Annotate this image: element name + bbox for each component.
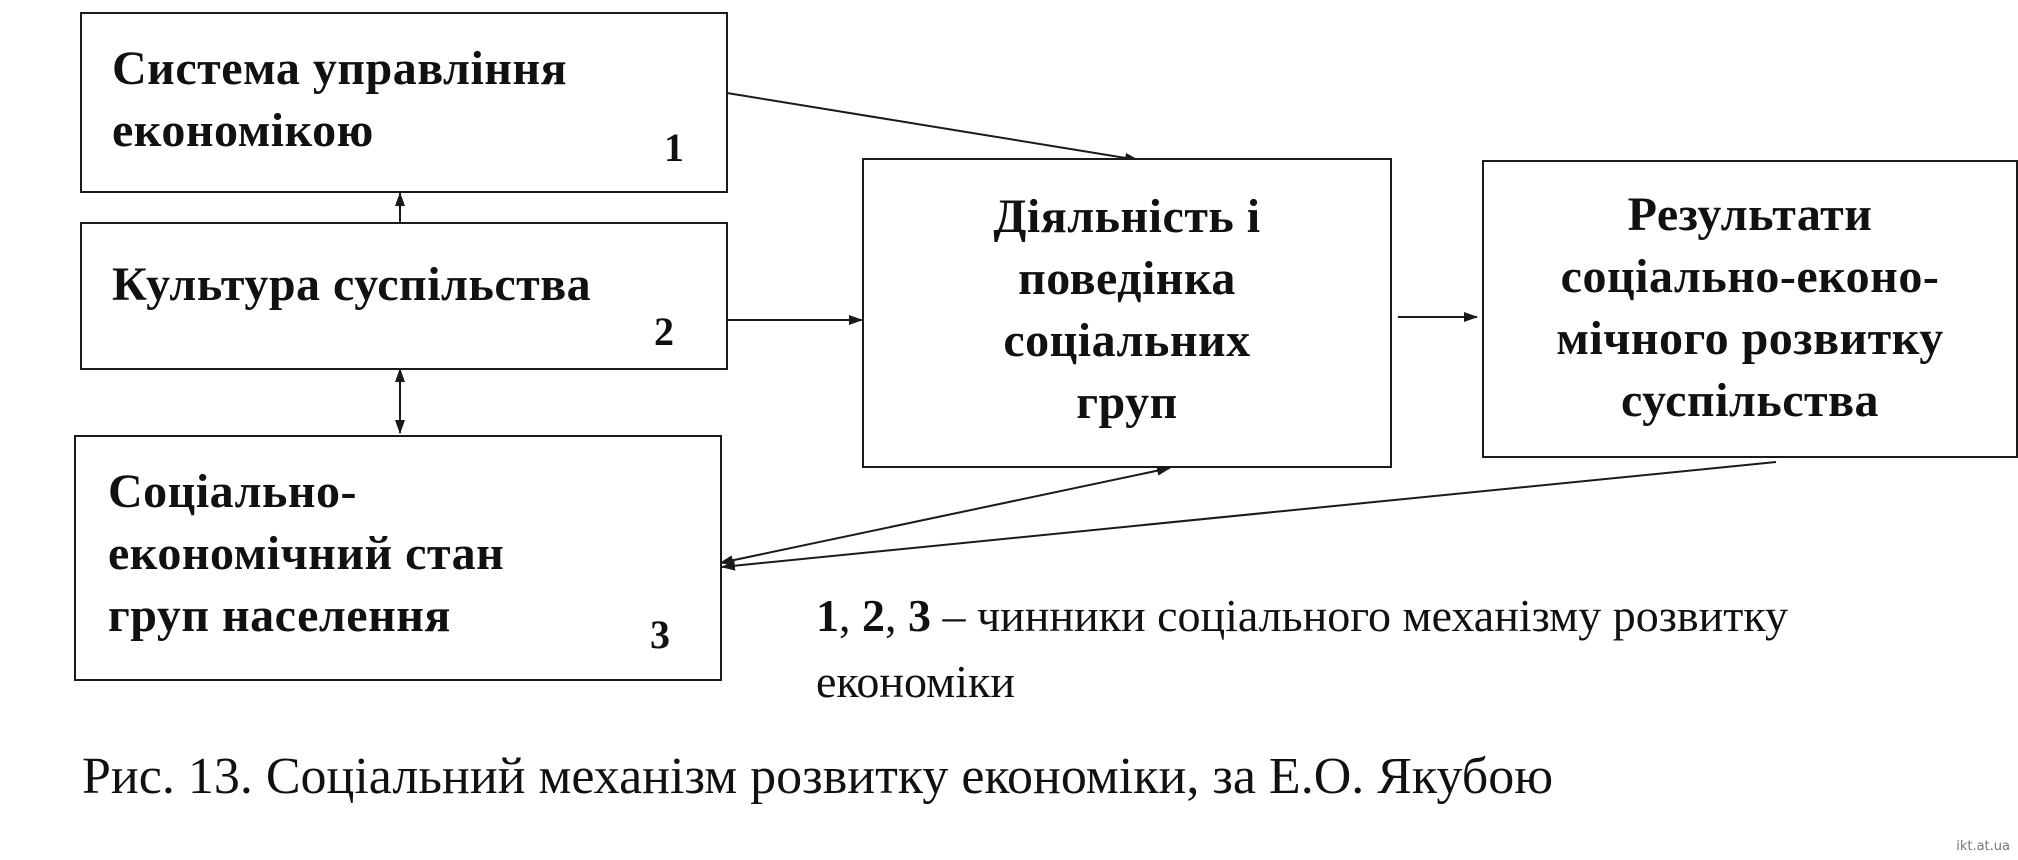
arrow-results-to-state bbox=[721, 461, 1777, 571]
legend-line-1: 1, 2, 3 – чинники соціального механізму … bbox=[816, 583, 2006, 649]
box-culture-of-society-number: 2 bbox=[654, 309, 674, 354]
legend-line-2: економіки bbox=[816, 656, 1016, 707]
legend-number-1: 1 bbox=[816, 590, 839, 641]
box-activity-behavior: Діяльність і поведінка соціальних груп bbox=[862, 158, 1392, 468]
legend-number-3: 3 bbox=[908, 590, 931, 641]
watermark: ikt.at.ua bbox=[1956, 839, 2010, 854]
legend-separator-2: , bbox=[885, 590, 908, 641]
legend: 1, 2, 3 – чинники соціального механізму … bbox=[816, 583, 2006, 715]
box-activity-behavior-title: Діяльність і поведінка соціальних груп bbox=[993, 190, 1261, 429]
box-results: Результати соціально-еконо- мічного розв… bbox=[1482, 160, 2018, 458]
box-management-system-title: Система управління економікою bbox=[112, 42, 568, 157]
legend-number-2: 2 bbox=[862, 590, 885, 641]
box-socio-economic-state-number: 3 bbox=[650, 612, 670, 657]
box-results-title: Результати соціально-еконо- мічного розв… bbox=[1556, 188, 1944, 427]
box-socio-economic-state-title: Соціально- економічний стан груп населен… bbox=[108, 465, 505, 642]
legend-description: – чинники соціального механізму розвитку bbox=[931, 590, 1789, 641]
arrow-state-activity bbox=[719, 465, 1171, 566]
box-culture-of-society-title: Культура суспільства bbox=[112, 258, 592, 311]
figure-caption: Рис. 13. Соціальний механізм розвитку ек… bbox=[82, 748, 1554, 805]
arrow-management-to-activity bbox=[726, 92, 1139, 163]
box-management-system: Система управління економікою 1 bbox=[80, 12, 728, 193]
box-management-system-number: 1 bbox=[664, 125, 684, 170]
box-socio-economic-state: Соціально- економічний стан груп населен… bbox=[74, 435, 722, 681]
legend-separator-1: , bbox=[839, 590, 862, 641]
box-culture-of-society: Культура суспільства 2 bbox=[80, 222, 728, 370]
